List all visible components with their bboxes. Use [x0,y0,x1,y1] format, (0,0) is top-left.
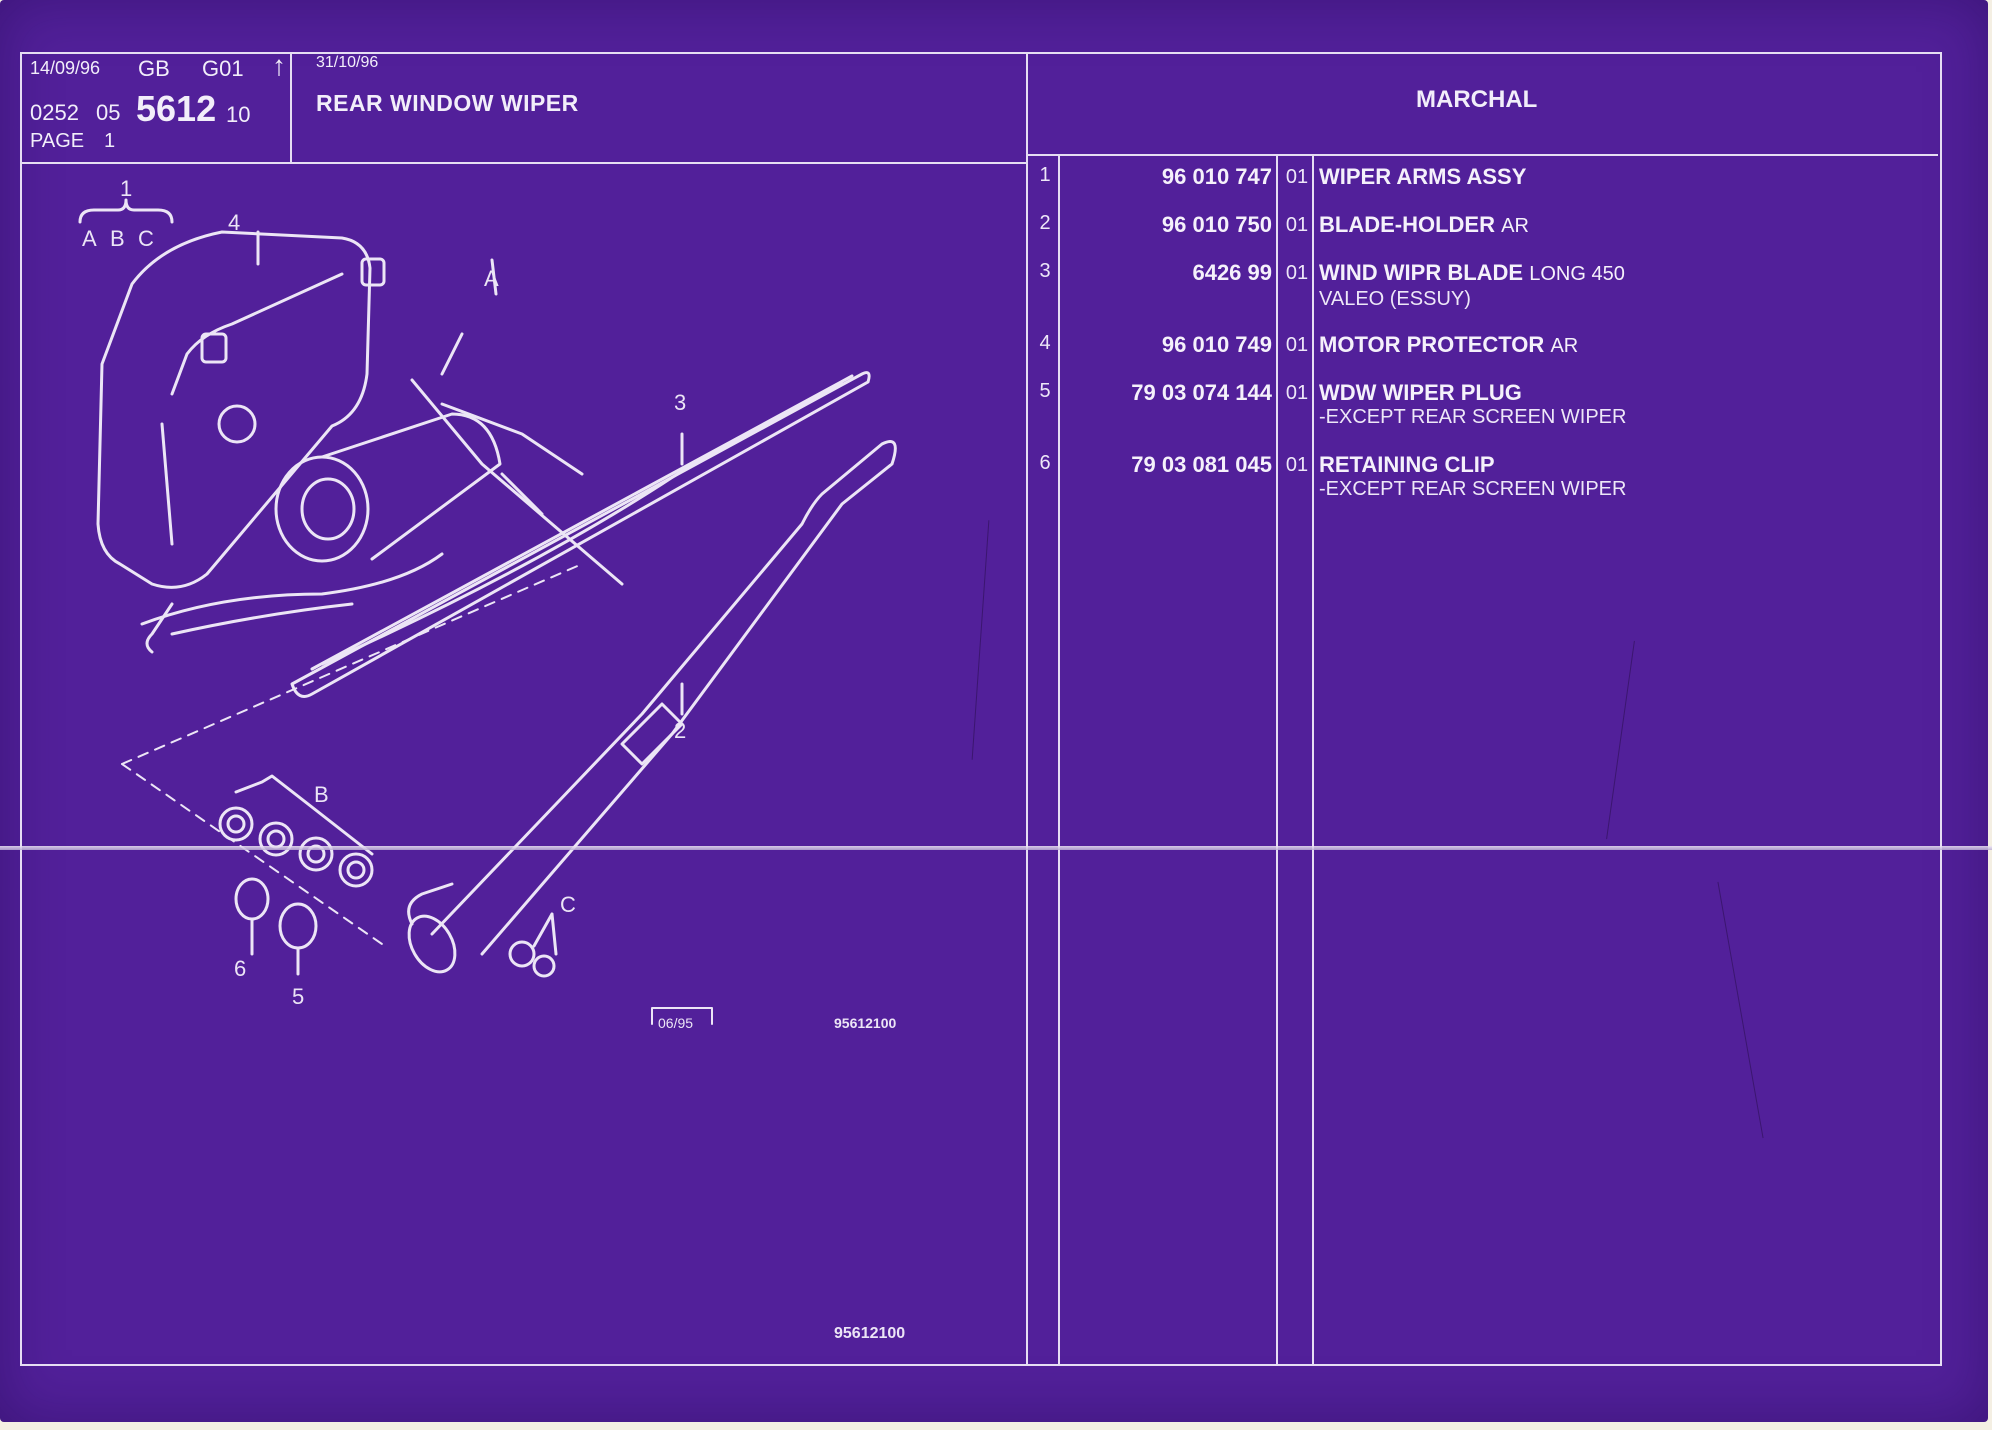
part-description: BLADE-HOLDER AR [1319,212,1529,238]
wiper-blade-outline [290,371,871,698]
part-description: MOTOR PROTECTOR AR [1319,332,1578,358]
plate-number: 5612 [136,88,217,129]
callout-label: 2 [674,718,686,743]
part-index: 3 [1039,260,1051,282]
part-reference: 96 010 747 [1161,164,1272,189]
language-code: GB [138,56,170,81]
part-qty: 01 [1285,262,1309,284]
stamp-date: 06/95 [658,1015,693,1031]
part-suffix: LONG 450 [1529,263,1625,285]
column-rule-reference [1276,154,1278,1364]
washer [258,821,294,857]
wiper-arm-outline [430,440,897,956]
part-name: BLADE-HOLDER [1319,212,1495,237]
sub-label: C [138,226,154,251]
part-reference: 79 03 074 144 [1131,380,1272,405]
part-reference: 6426 99 [1192,260,1272,285]
part-qty: 01 [1285,214,1309,236]
part-qty: 01 [1285,166,1309,188]
part-reference: 96 010 750 [1161,212,1272,237]
part-name: RETAINING CLIP [1319,452,1495,477]
part-reference: 96 010 749 [1161,332,1272,357]
retaining-clip [234,877,270,921]
page-number: 1 [104,130,116,152]
code-b: 05 [96,100,121,125]
group-brace [78,198,174,224]
part-note: -EXCEPT REAR SCREEN WIPER [1319,406,1627,428]
part-index: 1 [1039,164,1051,186]
callout-label: 6 [234,956,246,981]
callout-label: 4 [228,210,240,235]
part-suffix: AR [1550,335,1579,357]
header-rule-right [1026,154,1938,156]
up-arrow-icon: ↑ [272,50,286,81]
motor-protector-outline [96,230,372,589]
part-index: 6 [1039,452,1051,474]
wiper-plug [278,902,318,950]
code-a: 0252 [30,100,79,125]
divider-vertical-main [1026,52,1028,1364]
part-name: MOTOR PROTECTOR [1319,332,1545,357]
fold-line [0,846,1992,850]
part-index: 4 [1039,332,1051,354]
group-code: G01 [202,56,244,81]
part-name: WDW WIPER PLUG [1319,380,1522,405]
washer [338,852,374,888]
callout-label: 5 [292,984,304,1009]
nut [508,940,536,968]
drawing-ref: 95612100 [834,1325,905,1342]
divider-header [290,52,292,164]
outer-frame [20,52,1942,1366]
column-rule-qty [1312,154,1314,1364]
group-label: 1 [120,176,132,201]
issue-date: 14/09/96 [30,58,101,78]
part-suffix: AR [1501,215,1529,237]
column-rule-index [1058,154,1060,1364]
code-c: 10 [226,102,251,127]
header-rule-left [20,162,1028,164]
sub-label: B [110,226,125,251]
part-description: WIND WIPR BLADE LONG 450 [1319,260,1625,286]
callout-label: B [314,782,329,807]
washer [218,806,254,842]
part-name: WIND WIPR BLADE [1319,260,1524,285]
page-label: PAGE [30,130,85,152]
part-qty: 01 [1285,334,1309,356]
washer [298,836,334,872]
supplier-name: MARCHAL [1416,86,1538,113]
part-qty: 01 [1285,382,1309,404]
part-index: 2 [1039,212,1051,234]
sub-label: A [82,226,97,251]
callout-label: 3 [674,390,686,415]
part-name: WIPER ARMS ASSY [1319,164,1527,189]
revision-date: 31/10/96 [316,54,379,71]
drawing-ref-small: 95612100 [834,1015,897,1031]
part-index: 5 [1039,380,1051,402]
callout-label: C [560,892,576,917]
part-qty: 01 [1285,454,1309,476]
exploded-diagram: 1 A B C 4 A 3 2 B C 6 5 06/95 95612100 9… [78,176,905,1342]
part-reference: 79 03 081 045 [1131,452,1272,477]
part-note: VALEO (ESSUY) [1319,288,1471,310]
callout-label: A [484,266,499,291]
page-title: REAR WINDOW WIPER [316,90,579,116]
part-note: -EXCEPT REAR SCREEN WIPER [1319,478,1627,500]
